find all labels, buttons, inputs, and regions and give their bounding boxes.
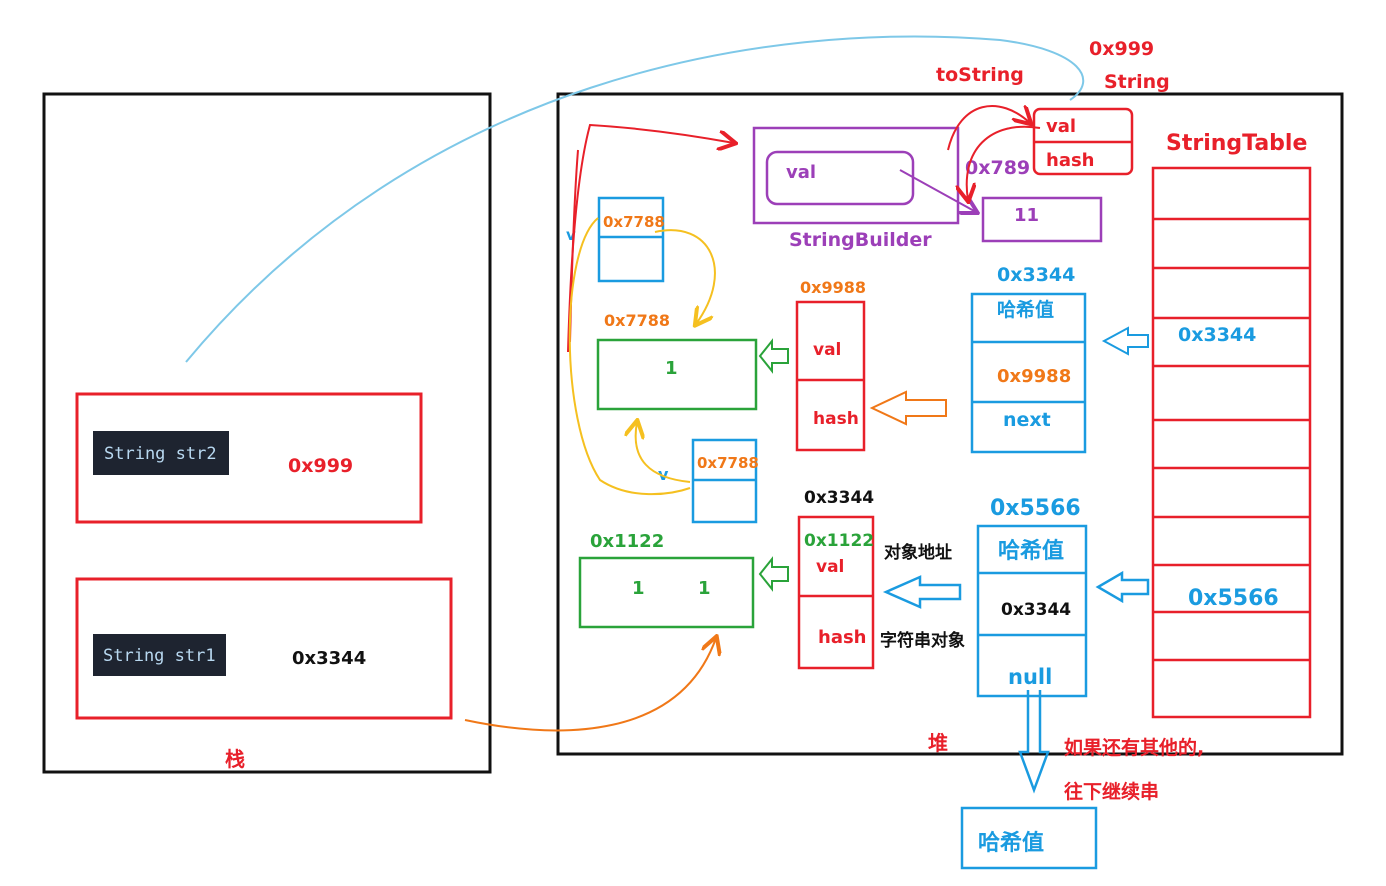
hollow-arrow-blue-bottom [1095,570,1150,604]
node1-ref: 0x9988 [997,366,1071,387]
string-builder-val: val [786,162,816,183]
arr-top-box [596,338,758,411]
sb-array-addr: 0x789 [965,157,1030,179]
small-box-bottom-v: v [658,465,669,484]
str1-frame [75,577,453,720]
node2-ref: 0x3344 [1001,600,1071,620]
str-obj1-val: val [813,340,841,360]
string-builder-box [752,126,960,225]
arr-top-value: 1 [665,358,678,379]
str1-code: String str1 [103,646,216,666]
str-obj2-box [797,515,875,670]
hollow-arrow-green-top [758,338,789,374]
heap-label: 堆 [928,731,948,755]
string-obj-val: val [1046,116,1076,137]
hollow-arrow-blue-mid [882,575,962,609]
str-obj2-val: val [816,557,844,577]
small-box-top [597,196,665,283]
arr-bottom-box [578,556,755,629]
stack-label: 栈 [225,747,245,771]
node1-next: next [1003,409,1051,431]
node2-box [976,524,1088,698]
arr-top-addr: 0x7788 [604,311,670,330]
small-box-bottom-ref: 0x7788 [697,454,759,472]
hollow-arrow-green-bottom [758,556,789,592]
string-table-title: StringTable [1166,131,1307,156]
str2-code-bg [93,431,229,475]
str2-code: String str2 [104,444,217,464]
overflow-node-box [960,806,1098,870]
str-obj1-addr: 0x9988 [800,278,866,297]
arr-bottom-addr: 0x1122 [590,531,664,552]
str-obj1-hash: hash [813,409,859,429]
stack-frame [42,92,492,774]
string-obj-hash: hash [1046,150,1095,171]
small-box-top-ref: 0x7788 [603,213,665,231]
note-line-2: 往下继续串 [1064,780,1159,803]
node2-addr: 0x5566 [990,496,1081,521]
string-obj-type: String [1104,71,1170,93]
to-string-label: toString [936,64,1024,86]
sb-array-value: 11 [1014,205,1039,226]
red-curve-val-to-array [967,125,1041,200]
string-builder-label: StringBuilder [789,229,932,251]
small-box-top-v: v [566,226,576,244]
string-table [1151,166,1312,719]
down-arrow-icon [1018,690,1050,794]
arr-bottom-value-2: 1 [698,578,711,599]
arr-bottom-value-1: 1 [632,578,645,599]
node2-hash: 哈希值 [998,538,1064,564]
node1-hash: 哈希值 [997,298,1054,321]
hollow-arrow-blue-top [1101,326,1149,356]
node2-next: null [1008,665,1052,689]
str-obj2-arr: 0x1122 [804,531,874,551]
str-obj2-addr: 0x3344 [804,488,874,508]
string-table-entry-1: 0x3344 [1178,324,1256,346]
yellow-curve-bottom [636,422,691,483]
overflow-node-hash: 哈希值 [978,830,1044,856]
label-obj-addr: 对象地址 [884,542,952,563]
hollow-arrow-orange [869,390,947,426]
light-blue-curve [185,35,1085,363]
str-obj2-hash: hash [818,627,867,648]
string-table-entry-2: 0x5566 [1188,586,1279,611]
red-curve-to-string [947,106,1030,151]
string-obj-addr: 0x999 [1089,38,1154,60]
node1-addr: 0x3344 [997,264,1075,286]
str-obj1-box [795,300,866,452]
heap-frame [556,92,1344,756]
yellow-curve-left [568,217,691,496]
orange-curve-stack [464,638,716,732]
label-str-obj: 字符串对象 [880,630,965,651]
str1-value: 0x3344 [292,648,366,669]
node1-box [970,292,1087,454]
str2-frame [75,392,423,524]
note-line-1: 如果还有其他的, [1064,736,1204,759]
str1-code-bg [93,634,226,676]
sb-array-box [981,196,1103,243]
str2-value: 0x999 [288,455,353,477]
yellow-curve-top [654,229,716,324]
